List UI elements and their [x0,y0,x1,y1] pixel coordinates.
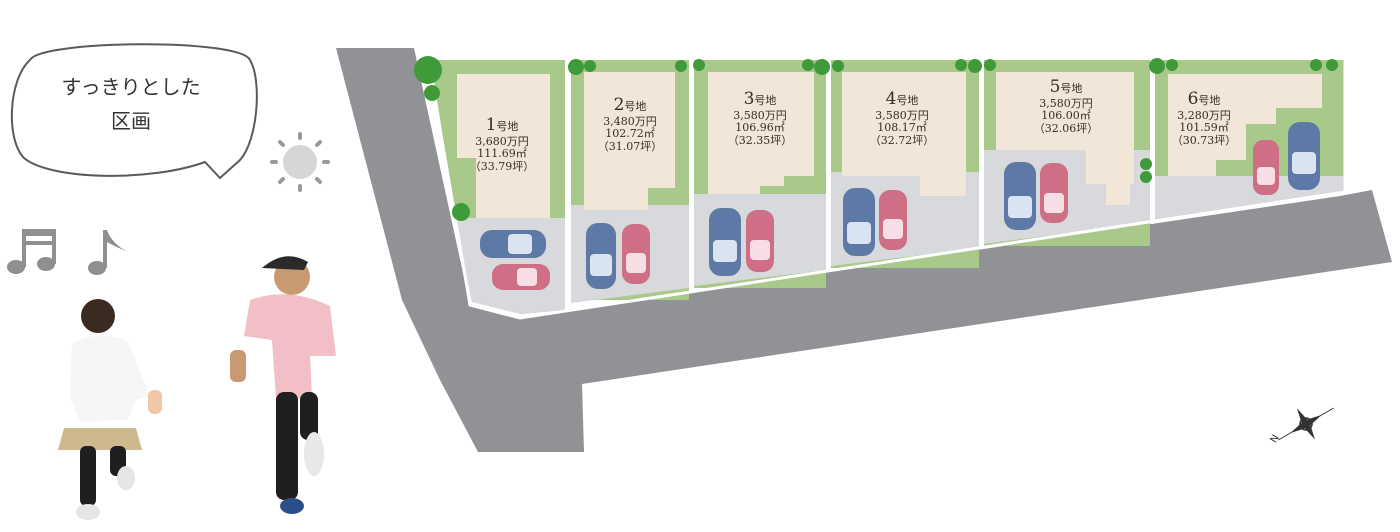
lot-area-m2: 106.96㎡ [735,121,785,135]
car [1253,140,1279,195]
child-left-figure [58,299,162,520]
lot-number: 6 [1187,89,1199,109]
lot-suffix: 号地 [496,120,519,133]
music-note-icon [88,230,128,275]
lot-area-m2: 111.69㎡ [477,147,527,161]
lot-6-label[interactable]: 6号地 3,280万円 101.59㎡ （30.73坪） [1166,89,1242,147]
speech-bubble [10,43,258,180]
car [586,223,616,289]
lot-price: 3,580万円 [875,108,929,122]
lot-price: 3,680万円 [475,134,529,148]
lot-number: 4 [885,89,897,109]
lot-number: 3 [743,89,755,109]
car [1004,162,1036,230]
bubble-line-2: 区画 [111,109,151,133]
compass-icon [1278,407,1334,441]
lot-suffix: 号地 [896,94,919,107]
lot-borders [426,56,1347,320]
lot-suffix: 号地 [624,100,647,113]
cars [480,122,1320,290]
trees [414,56,1338,221]
lot-3-label[interactable]: 3号地 3,580万円 106.96㎡ （32.35坪） [722,89,798,147]
sun-icon [270,132,330,192]
lot-5-label[interactable]: 5号地 3,580万円 106.00㎡ （32.06坪） [1028,77,1104,135]
car [1288,122,1320,190]
lot-area-tsubo: （32.35坪） [727,133,793,147]
car [492,264,550,290]
lot-area-m2: 106.00㎡ [1041,109,1091,123]
lot-suffix: 号地 [1198,94,1221,107]
lot-number: 5 [1049,77,1061,97]
lot-area-m2: 101.59㎡ [1179,121,1229,135]
lot-1-label[interactable]: 1号地 3,680万円 111.69㎡ （33.79坪） [466,115,538,173]
lot-4-label[interactable]: 4号地 3,580万円 108.17㎡ （32.72坪） [864,89,940,147]
compass-label: N [1269,433,1282,445]
car [480,230,546,258]
car [746,210,774,272]
lot-area-m2: 108.17㎡ [877,121,927,135]
lot-area-tsubo: （31.07坪） [597,139,663,153]
lot-area-tsubo: （33.79坪） [469,159,535,173]
road [336,48,1392,452]
lot-area-tsubo: （32.06坪） [1033,121,1099,135]
lot-price: 3,280万円 [1177,108,1231,122]
lot-area-tsubo: （30.73坪） [1171,133,1237,147]
child-right-figure [230,256,336,514]
lot-area-m2: 102.72㎡ [605,127,655,141]
lot-price: 3,580万円 [1039,96,1093,110]
car [622,224,650,284]
lot-number: 2 [613,95,625,115]
lot-area-tsubo: （32.72坪） [869,133,935,147]
speech-bubble-text: すっきりとした 区画 [36,70,226,138]
car [1040,163,1068,223]
lot-suffix: 号地 [1060,82,1083,95]
car [709,208,741,276]
lot-2-label[interactable]: 2号地 3,480万円 102.72㎡ （31.07坪） [592,95,668,153]
lot-price: 3,480万円 [603,114,657,128]
music-note-icon [7,229,56,274]
lot-suffix: 号地 [754,94,777,107]
lot-price: 3,580万円 [733,108,787,122]
car [879,190,907,250]
bubble-line-1: すっきりとした [61,75,201,99]
car [843,188,875,256]
lot-number: 1 [485,115,497,135]
